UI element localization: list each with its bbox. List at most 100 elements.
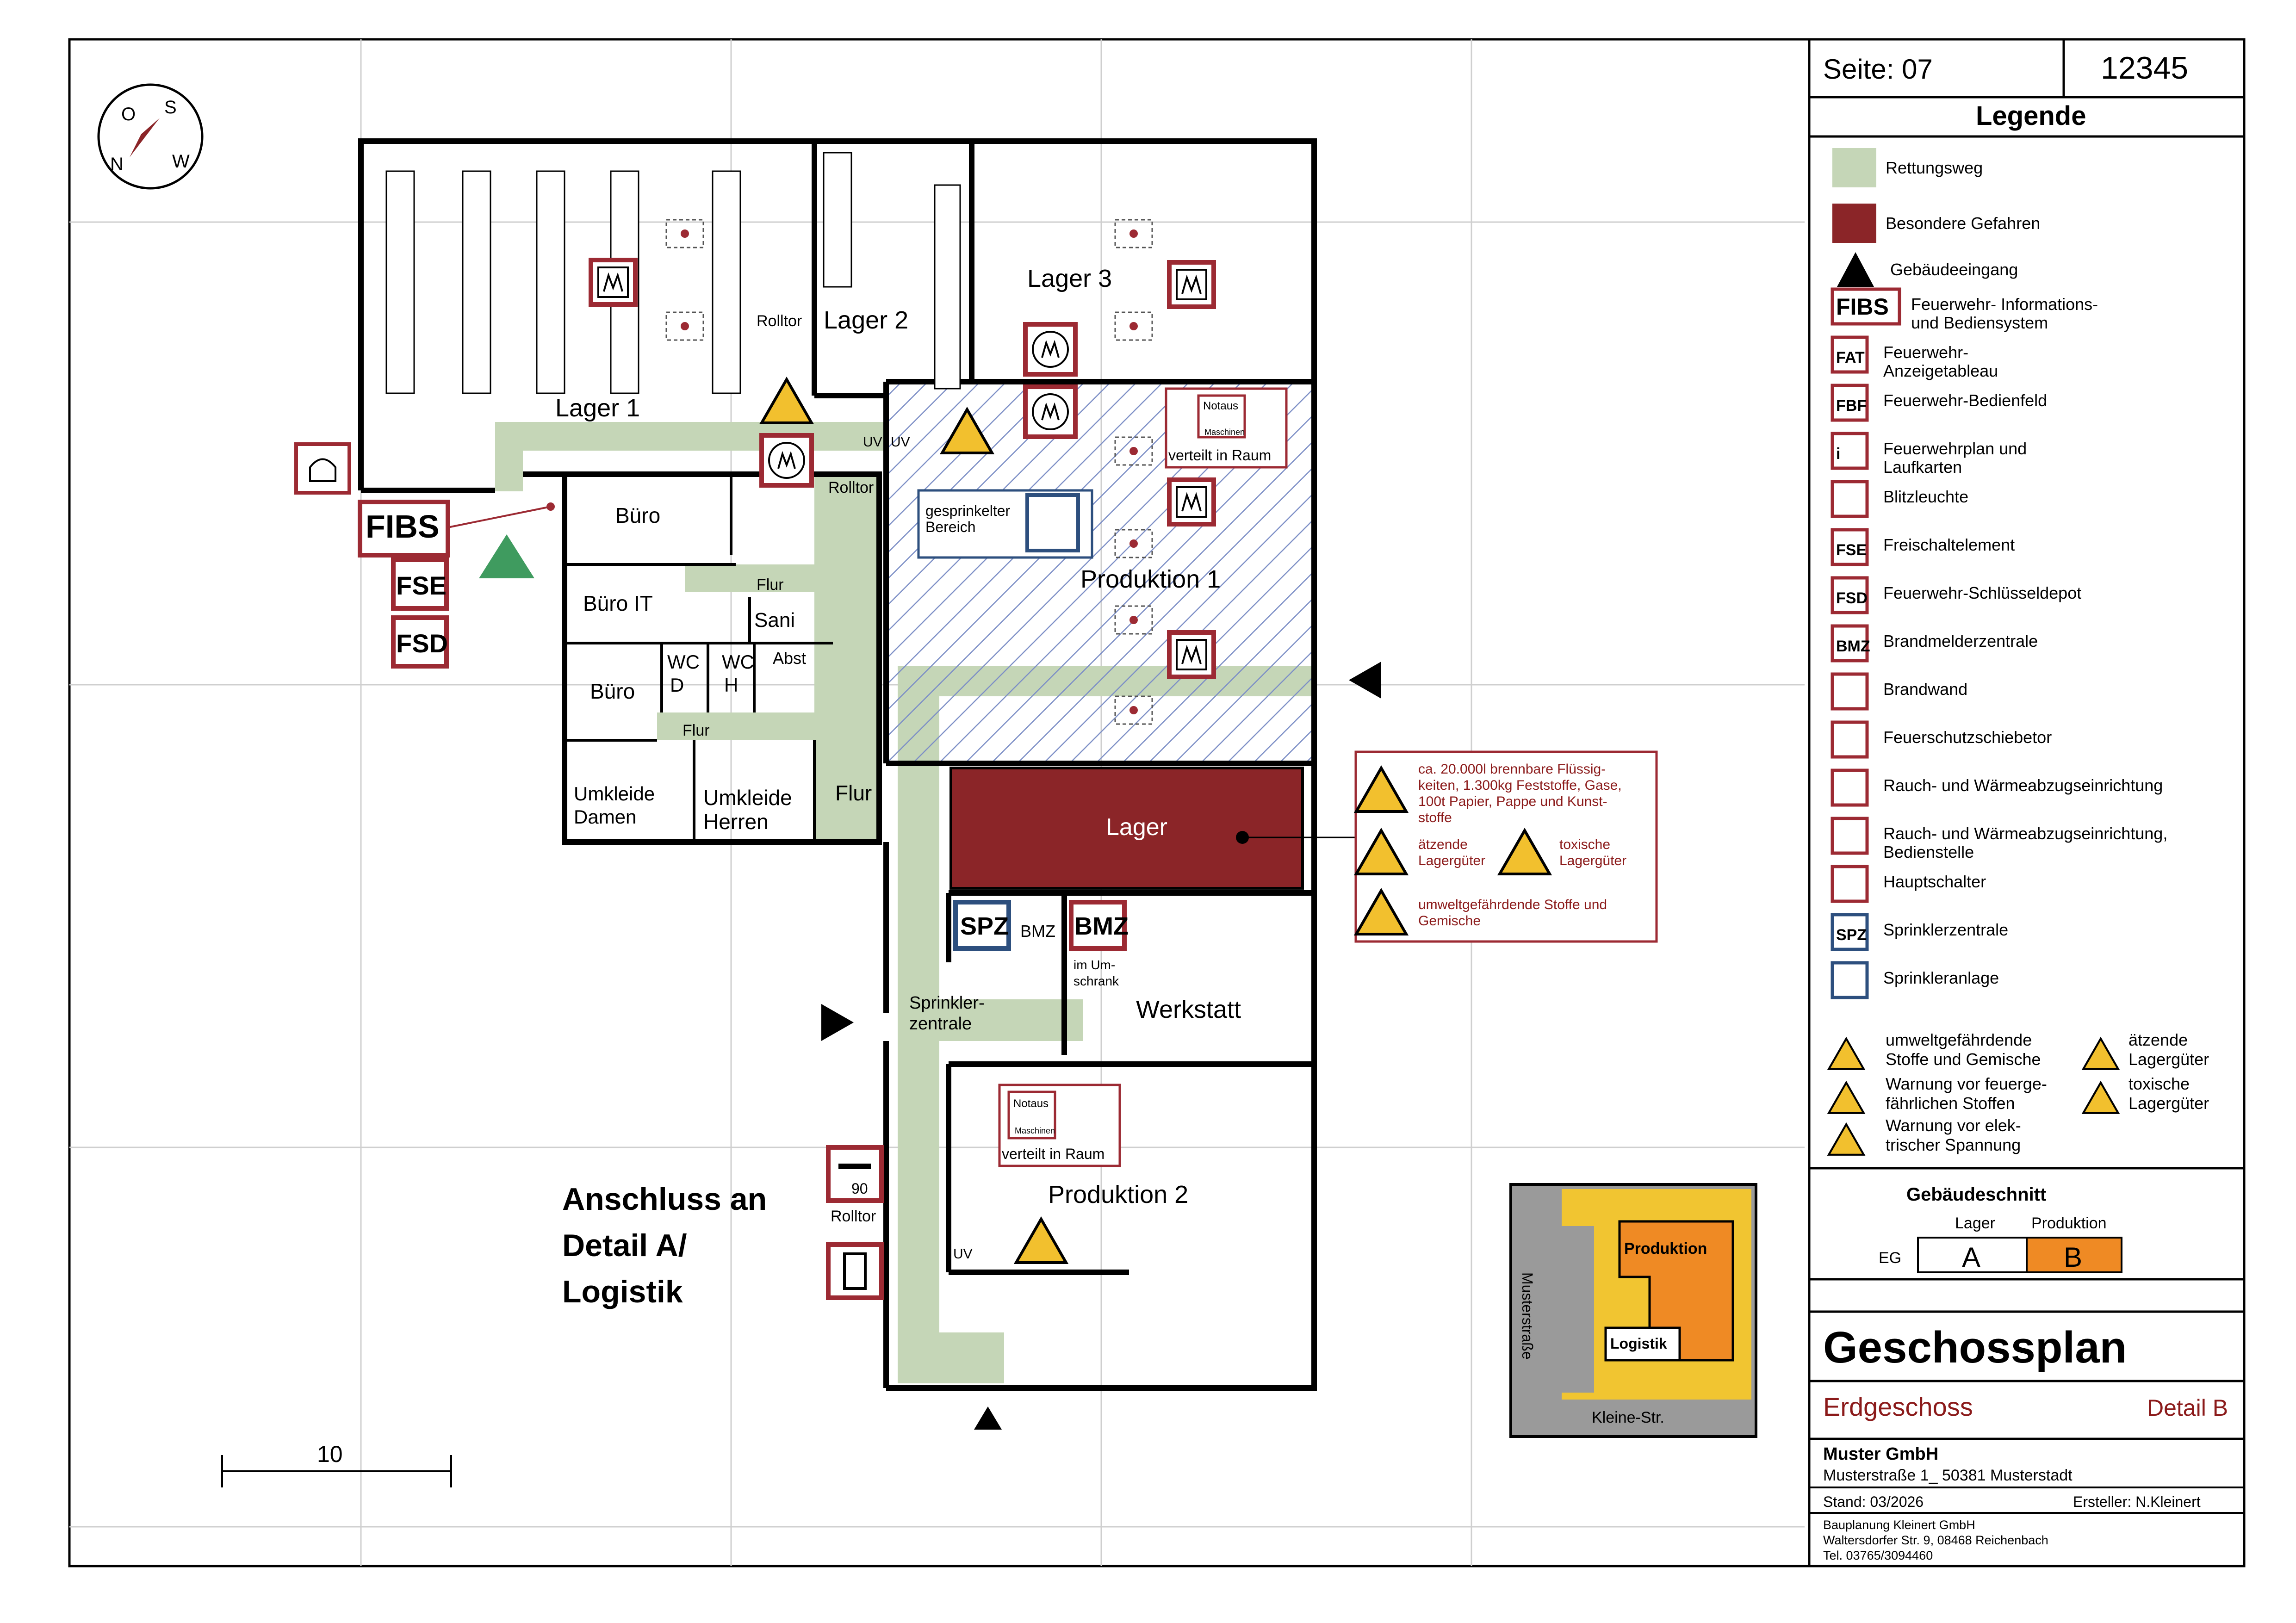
electric-warning-icon bbox=[762, 379, 812, 423]
info-icon bbox=[1831, 432, 1869, 470]
svg-text:Bedienstelle: Bedienstelle bbox=[1883, 842, 1974, 861]
svg-text:Gebäudeschnitt: Gebäudeschnitt bbox=[1906, 1184, 2046, 1205]
sign-text: FSE bbox=[1836, 541, 1867, 559]
svg-text:schrank: schrank bbox=[1074, 974, 1119, 988]
svg-text:N: N bbox=[110, 154, 124, 174]
sign-text: SPZ bbox=[1836, 926, 1867, 944]
svg-text:Warnung vor feuerge-: Warnung vor feuerge- bbox=[1886, 1074, 2047, 1093]
svg-text:Rettungsweg: Rettungsweg bbox=[1886, 158, 1983, 177]
room-flur: Flur bbox=[757, 576, 784, 594]
svg-text:Stoffe und Gemische: Stoffe und Gemische bbox=[1886, 1050, 2041, 1069]
svg-text:Tel. 03765/3094460: Tel. 03765/3094460 bbox=[1823, 1549, 1933, 1562]
room-flur: Flur bbox=[683, 722, 710, 739]
svg-text:A: A bbox=[1962, 1242, 1980, 1273]
svg-text:BMZ: BMZ bbox=[1074, 912, 1129, 940]
legend-title: Legende bbox=[1976, 101, 2086, 131]
sign-text: FBF bbox=[1836, 397, 1867, 415]
sprinkled-area-label: gesprinkelter Bereich bbox=[917, 489, 1093, 559]
svg-text:100t Papier, Pappe und Kunst-: 100t Papier, Pappe und Kunst- bbox=[1418, 794, 1607, 809]
svg-text:Logistik: Logistik bbox=[562, 1274, 683, 1309]
room-buero: Büro bbox=[615, 503, 660, 527]
svg-text:Feuerwehr-Schlüsseldepot: Feuerwehr-Schlüsseldepot bbox=[1883, 583, 2081, 602]
svg-text:W: W bbox=[172, 151, 190, 172]
bmz-sign: BMZ im Um- schrank bbox=[1069, 900, 1129, 988]
label-uv: UV bbox=[863, 434, 882, 450]
svg-text:Lagergüter: Lagergüter bbox=[2128, 1094, 2209, 1113]
svg-text:Gebäudeeingang: Gebäudeeingang bbox=[1890, 260, 2018, 279]
fire-door-legend-row: Feuerschutzschiebetor bbox=[1831, 720, 2052, 759]
sign-text: FSD bbox=[1836, 589, 1868, 607]
svg-text:Laufkarten: Laufkarten bbox=[1883, 458, 1962, 477]
hazard-info-box: ca. 20.000l brennbare Flüssig- keiten, 1… bbox=[1354, 750, 1658, 943]
fat-icon bbox=[1831, 335, 1869, 374]
sign-text: i bbox=[1836, 445, 1840, 463]
emergency-stop-box: Notaus Maschinen verteilt in Raum bbox=[998, 1084, 1121, 1167]
svg-text:Musterstraße 1_ 50381 Musterst: Musterstraße 1_ 50381 Musterstadt bbox=[1823, 1467, 2073, 1484]
svg-text:ätzende: ätzende bbox=[1418, 837, 1468, 852]
room-produktion-1: Produktion 1 bbox=[1080, 565, 1221, 593]
svg-text:Maschinen: Maschinen bbox=[1204, 427, 1245, 437]
label-uv: UV bbox=[953, 1246, 973, 1262]
beacon-icon bbox=[1831, 480, 1869, 518]
rwa-control-icon bbox=[762, 435, 812, 485]
room-buero-it: Büro IT bbox=[583, 591, 653, 615]
svg-text:Musterstraße: Musterstraße bbox=[1519, 1272, 1536, 1359]
fibs-icon bbox=[1831, 287, 1901, 326]
svg-text:toxische: toxische bbox=[2128, 1074, 2190, 1093]
svg-text:Freischaltelement: Freischaltelement bbox=[1883, 535, 2015, 554]
svg-text:fährlichen Stoffen: fährlichen Stoffen bbox=[1886, 1094, 2015, 1113]
escape-route-swatch bbox=[1832, 148, 1876, 187]
room-flur: Flur bbox=[835, 781, 872, 805]
svg-text:B: B bbox=[2064, 1242, 2082, 1273]
svg-text:Bereich: Bereich bbox=[925, 519, 976, 535]
svg-text:FSE: FSE bbox=[396, 571, 447, 600]
beacon-legend-row: Blitzleuchte bbox=[1831, 480, 1968, 518]
svg-text:Lagergüter: Lagergüter bbox=[1418, 853, 1485, 868]
plan-number: 12345 bbox=[2101, 50, 2188, 86]
svg-text:Ersteller: N.Kleinert: Ersteller: N.Kleinert bbox=[2073, 1493, 2201, 1510]
rwa-legend-row: Rauch- und Wärmeabzugseinrichtung bbox=[1831, 768, 2163, 807]
svg-text:verteilt in Raum: verteilt in Raum bbox=[1168, 447, 1271, 464]
svg-text:Feuerwehrplan und: Feuerwehrplan und bbox=[1883, 439, 2027, 458]
svg-text:verteilt in Raum: verteilt in Raum bbox=[1002, 1146, 1105, 1162]
svg-text:Anschluss an: Anschluss an bbox=[562, 1182, 767, 1217]
room-umkleide-damen: Umkleide bbox=[574, 783, 655, 805]
svg-text:Lagergüter: Lagergüter bbox=[2128, 1050, 2209, 1069]
svg-text:Rauch- und Wärmeabzugseinricht: Rauch- und Wärmeabzugseinrichtung bbox=[1883, 776, 2163, 795]
room-umkleide-herren: Umkleide bbox=[703, 786, 792, 810]
svg-text:Produktion: Produktion bbox=[2031, 1214, 2107, 1232]
compass-icon: O S N W bbox=[97, 83, 204, 190]
firewall-icon bbox=[1831, 672, 1869, 711]
svg-text:S: S bbox=[164, 97, 177, 118]
svg-text:Feuerschutzschiebetor: Feuerschutzschiebetor bbox=[1883, 728, 2052, 747]
room-lager-2: Lager 2 bbox=[824, 306, 908, 334]
building-entrance-icon bbox=[1837, 252, 1874, 287]
rwa-icon bbox=[1169, 262, 1214, 307]
fse-legend-row: FSE Freischaltelement bbox=[1831, 528, 2015, 566]
main-switch-legend-row: Hauptschalter bbox=[1831, 865, 1986, 903]
room-wc-d: WC bbox=[667, 651, 700, 673]
svg-text:Sprinkleranlage: Sprinkleranlage bbox=[1883, 968, 1999, 987]
fibs-sign: FIBS bbox=[358, 500, 450, 558]
scale-bar: 10 bbox=[221, 1441, 452, 1487]
sprinkler-legend-row: Sprinkleranlage bbox=[1831, 961, 1999, 999]
room-lager-1: Lager 1 bbox=[555, 394, 640, 422]
svg-text:O: O bbox=[121, 104, 136, 124]
fsd-sign: FSD bbox=[391, 615, 449, 669]
fsd-icon bbox=[1831, 576, 1869, 614]
storage-racks bbox=[385, 152, 961, 394]
svg-text:Brandwand: Brandwand bbox=[1883, 680, 1967, 699]
entrance-triangle bbox=[1349, 662, 1381, 699]
entrance-triangle bbox=[974, 1406, 1002, 1430]
page-label: Seite: 07 bbox=[1823, 54, 1933, 85]
main-entrance-marker bbox=[479, 534, 534, 578]
fire-door-icon bbox=[1831, 720, 1869, 759]
hazard-room bbox=[949, 767, 1304, 890]
rwa-control-icon bbox=[1025, 387, 1075, 437]
fse-icon bbox=[1831, 528, 1869, 566]
room-umkleide-damen: Damen bbox=[574, 806, 636, 828]
